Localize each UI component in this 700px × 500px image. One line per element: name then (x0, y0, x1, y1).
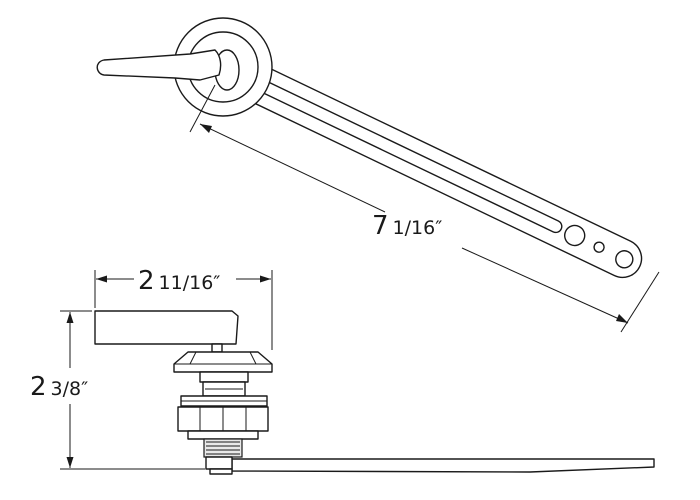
mounting-flange (173, 17, 273, 117)
lift-arm (214, 49, 643, 279)
side-flange (173, 351, 273, 373)
handle-lever (96, 49, 222, 81)
threaded-stem (203, 438, 243, 475)
side-handle (94, 310, 239, 345)
hex-nut (177, 406, 269, 440)
side-arm (231, 458, 655, 473)
